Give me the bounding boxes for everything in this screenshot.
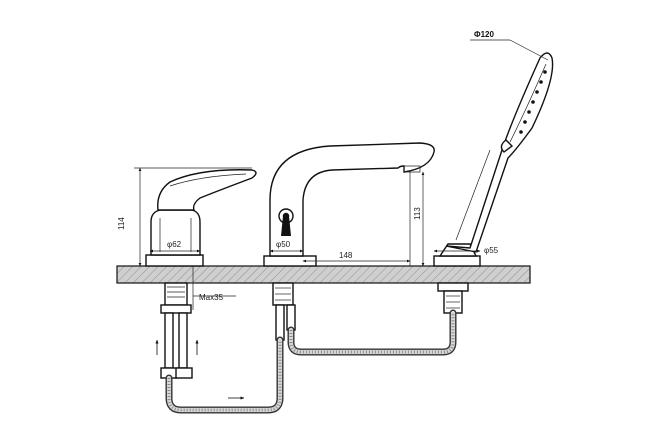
shower-holder-base-label: φ55 (484, 246, 499, 255)
dimension-lines (134, 39, 549, 310)
spout (263, 142, 435, 341)
spout-base-label: φ50 (276, 240, 291, 249)
flow-arrows (155, 339, 245, 400)
hand-shower (433, 52, 554, 314)
spout-height-label: 113 (413, 207, 422, 220)
spray-face (519, 70, 547, 134)
supply-hoses (165, 309, 457, 414)
lever-height-label: 114 (117, 217, 126, 230)
lever-base-label: φ62 (167, 240, 182, 249)
lever-valve (145, 169, 257, 379)
spout-reach-label: 148 (339, 251, 353, 260)
countertop-section (116, 265, 531, 284)
shower-diameter-label: Φ120 (474, 30, 494, 39)
max-deck-thickness-label: Max35 (199, 293, 224, 302)
